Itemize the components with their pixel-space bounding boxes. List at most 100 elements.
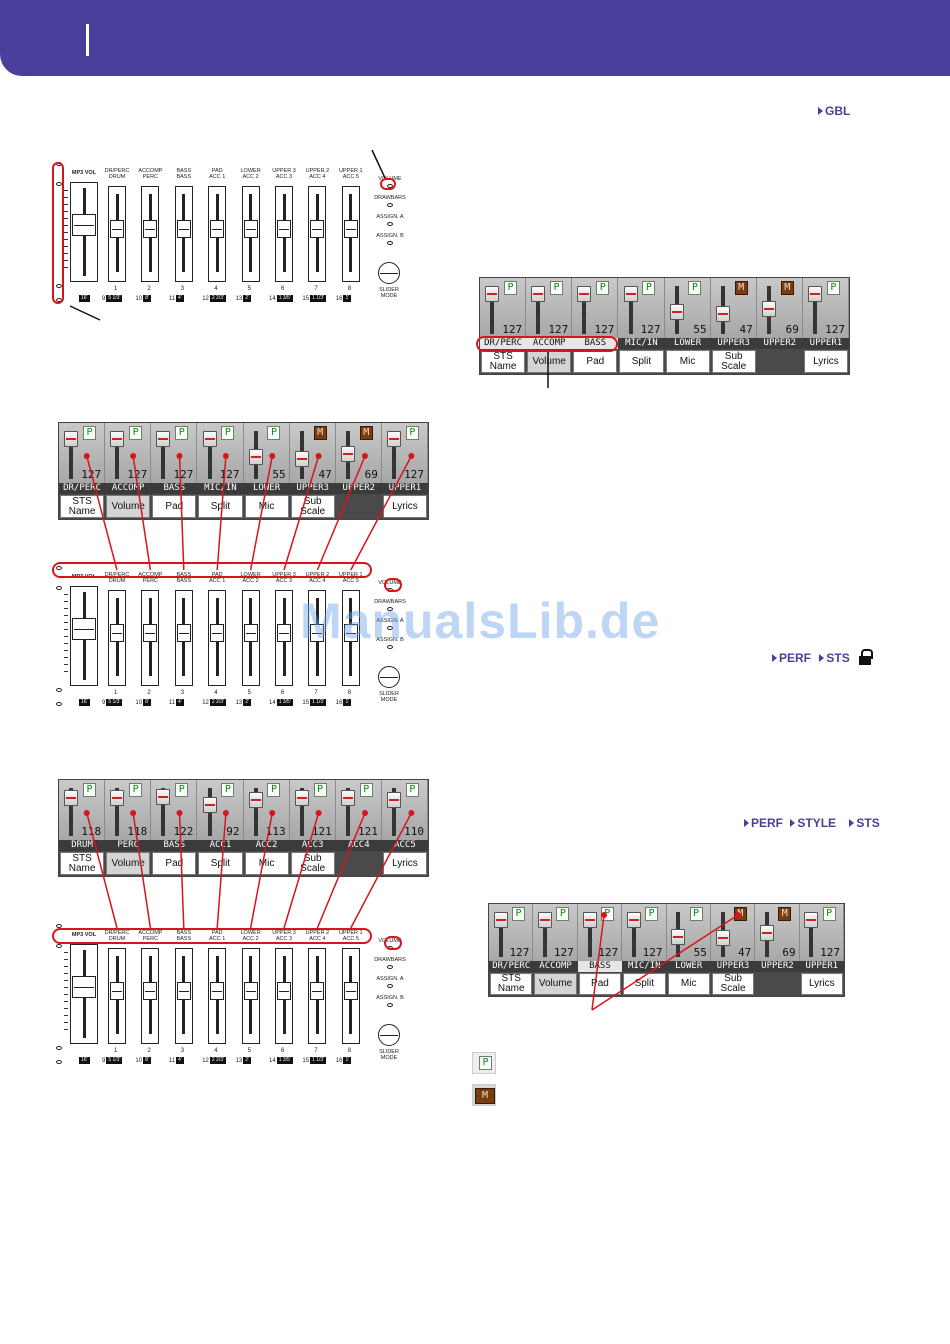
play-icon[interactable]: P	[129, 783, 143, 797]
mode-led	[387, 965, 393, 969]
play-icon[interactable]: P	[267, 783, 281, 797]
tab-mic[interactable]: Mic	[667, 973, 710, 995]
slider-mode-button[interactable]	[378, 1024, 400, 1046]
tab-label: Volume	[111, 857, 145, 869]
mute-icon[interactable]: M	[734, 281, 748, 295]
tab-volume[interactable]: Volume	[106, 852, 151, 875]
tab-label: Split	[634, 978, 655, 989]
channel-name: MIC/IN	[618, 338, 665, 349]
tab-split[interactable]: Split	[623, 973, 666, 995]
slider-knob	[176, 220, 191, 238]
play-icon[interactable]: P	[600, 907, 614, 921]
channel-name: UPPER1	[802, 338, 849, 349]
tab-mic[interactable]: Mic	[665, 350, 710, 373]
play-icon[interactable]: P	[405, 783, 419, 797]
play-icon[interactable]: P	[359, 783, 373, 797]
play-icon[interactable]: P	[129, 426, 143, 440]
play-icon[interactable]: P	[512, 907, 526, 921]
tab-volume[interactable]: Volume	[106, 495, 151, 518]
play-icon[interactable]: P	[826, 281, 840, 295]
play-icon[interactable]: P	[556, 907, 570, 921]
play-icon[interactable]: P	[550, 281, 564, 295]
play-icon[interactable]: P	[689, 907, 703, 921]
header-divider	[86, 24, 89, 56]
tab-label: Mic	[679, 355, 696, 367]
tab-volume[interactable]: Volume	[534, 973, 577, 995]
mute-icon[interactable]: M	[733, 907, 747, 921]
fader-track	[115, 788, 120, 836]
fader-knob	[626, 912, 641, 928]
play-icon[interactable]: P	[313, 783, 327, 797]
tab-pad[interactable]: Pad	[152, 852, 197, 875]
fader-track	[582, 286, 587, 334]
tab-lyrics[interactable]: Lyrics	[800, 973, 843, 995]
tab-lyrics[interactable]: Lyrics	[803, 350, 848, 373]
mute-icon[interactable]: M	[780, 281, 794, 295]
slider-number: 4	[214, 690, 218, 696]
play-icon[interactable]: P	[642, 281, 656, 295]
play-icon[interactable]: P	[688, 281, 702, 295]
tab-lyrics[interactable]: Lyrics	[382, 852, 427, 875]
play-icon[interactable]: P	[503, 281, 517, 295]
mute-icon[interactable]: M	[778, 907, 792, 921]
play-icon[interactable]: P	[596, 281, 610, 295]
tab-pad[interactable]: Pad	[152, 495, 197, 518]
slider-mode-button[interactable]	[378, 666, 400, 688]
slider-knob	[343, 982, 358, 1000]
fader-track	[161, 788, 166, 836]
fader-track	[392, 431, 397, 479]
fader-knob	[156, 789, 171, 806]
highlight-left-leds	[52, 162, 64, 304]
tab-mic[interactable]: Mic	[244, 852, 289, 875]
scale-tick	[64, 622, 68, 623]
play-icon[interactable]: P	[175, 783, 189, 797]
channel-value: 47	[739, 323, 753, 336]
slider-knob	[243, 982, 258, 1000]
play-icon[interactable]: P	[405, 426, 419, 440]
play-icon[interactable]: P	[82, 426, 96, 440]
play-icon: P	[479, 1056, 492, 1070]
play-icon[interactable]: P	[221, 783, 235, 797]
play-icon[interactable]: P	[82, 783, 96, 797]
play-icon[interactable]: P	[221, 426, 235, 440]
perf-sts-tag: PERF STS	[772, 649, 874, 665]
tab-mic[interactable]: Mic	[244, 495, 289, 518]
mode-label: ASSIGN. A	[376, 618, 404, 624]
play-icon[interactable]: P	[175, 426, 189, 440]
play-icon[interactable]: P	[822, 907, 836, 921]
play-icon[interactable]: P	[267, 426, 281, 440]
mode-label: ASSIGN. B	[376, 637, 404, 643]
mute-icon[interactable]: M	[313, 426, 327, 440]
tab-pad[interactable]: Pad	[578, 973, 622, 995]
tab-pad[interactable]: Pad	[573, 350, 618, 373]
foot-badge: 5 1/3'	[106, 1057, 123, 1064]
mute-icon[interactable]: M	[359, 426, 373, 440]
tab-split[interactable]: Split	[198, 852, 243, 875]
tab-volume[interactable]: Volume	[527, 350, 572, 373]
slider-mode-button[interactable]	[378, 262, 400, 284]
play-icon[interactable]: P	[645, 907, 659, 921]
tab-split[interactable]: Split	[619, 350, 664, 373]
tab-split[interactable]: Split	[198, 495, 243, 518]
scale-tick	[64, 246, 68, 247]
channel-name: LOWER	[666, 961, 711, 972]
tab-lyrics[interactable]: Lyrics	[382, 495, 427, 518]
